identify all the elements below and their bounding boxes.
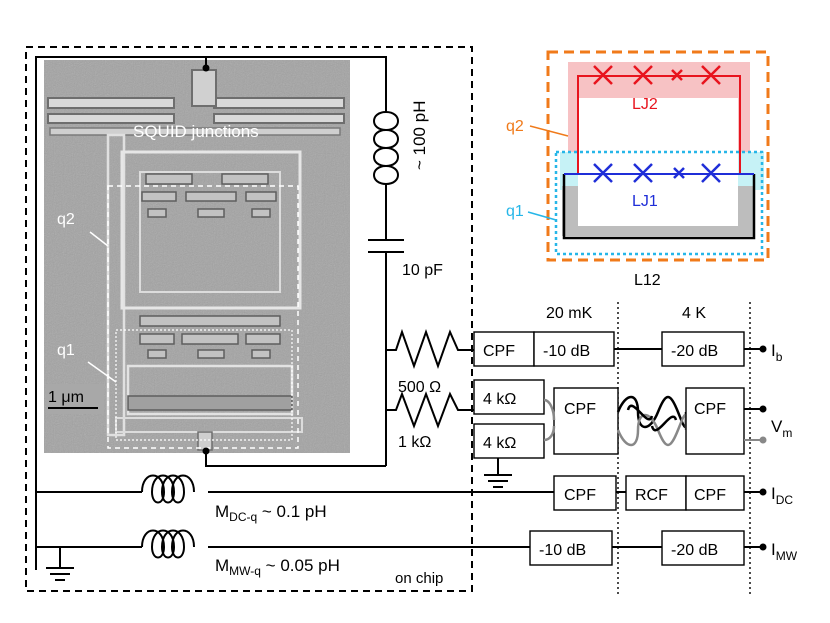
resistor-500-label: 500 Ω — [398, 379, 441, 396]
sem-q1-label: q1 — [57, 342, 75, 359]
scale-bar-label: 1 μm — [48, 389, 84, 406]
schematic-q1-label: q1 — [506, 203, 524, 220]
res4k-top-box: 4 kΩ — [483, 391, 516, 408]
capacitor-label: 10 pF — [402, 262, 443, 279]
inductor-label: ~ 100 pH — [410, 101, 429, 170]
mmw-label: MMW-q ~ 0.05 pH — [215, 556, 340, 578]
cpf-idc2-box: CPF — [694, 487, 726, 504]
schematic-q2-label: q2 — [506, 118, 524, 135]
vm-label: Vm — [771, 417, 792, 440]
resistor-1k-label: 1 kΩ — [398, 434, 431, 451]
att20-ib-box: -20 dB — [671, 343, 718, 360]
ib-label: Ib — [771, 341, 783, 364]
filter-chain: 20 mK 4 K CPF -10 dB -20 dB Ib 4 kΩ 4 kΩ… — [473, 302, 798, 596]
rcf-idc-box: RCF — [635, 487, 668, 504]
cpf-vm-box: CPF — [564, 401, 596, 418]
chip-wiring: ~ 100 pH 10 pF 500 Ω 1 kΩ MDC-q ~ 0.1 pH… — [25, 46, 554, 592]
sem-image: SQUID junctions q2 q1 1 μm — [44, 60, 350, 453]
cpf-vm2-box: CPF — [694, 401, 726, 418]
imw-label: IMW — [771, 540, 798, 563]
mdc-label: MDC-q ~ 0.1 pH — [215, 502, 327, 524]
sem-junctions-label: SQUID junctions — [133, 122, 259, 141]
l12-label: L12 — [634, 272, 661, 289]
sem-q2-label: q2 — [57, 211, 75, 228]
lj1-label: LJ1 — [632, 193, 658, 210]
lj2-label: LJ2 — [632, 96, 658, 113]
att10-imw-box: -10 dB — [539, 542, 586, 559]
res4k-bottom-box: 4 kΩ — [483, 435, 516, 452]
temp-20mk-label: 20 mK — [546, 305, 593, 322]
cpf-idc-box: CPF — [564, 487, 596, 504]
cpf-ib-box: CPF — [483, 343, 515, 360]
att10-ib-box: -10 dB — [543, 343, 590, 360]
idc-label: IDC — [771, 484, 793, 507]
on-chip-boundary — [25, 46, 473, 592]
att20-imw-box: -20 dB — [671, 542, 718, 559]
qubit-schematic: LJ2 LJ1 L12 q2 q1 — [506, 50, 770, 289]
temp-4k-label: 4 K — [682, 305, 706, 322]
on-chip-label: on chip — [395, 570, 443, 587]
